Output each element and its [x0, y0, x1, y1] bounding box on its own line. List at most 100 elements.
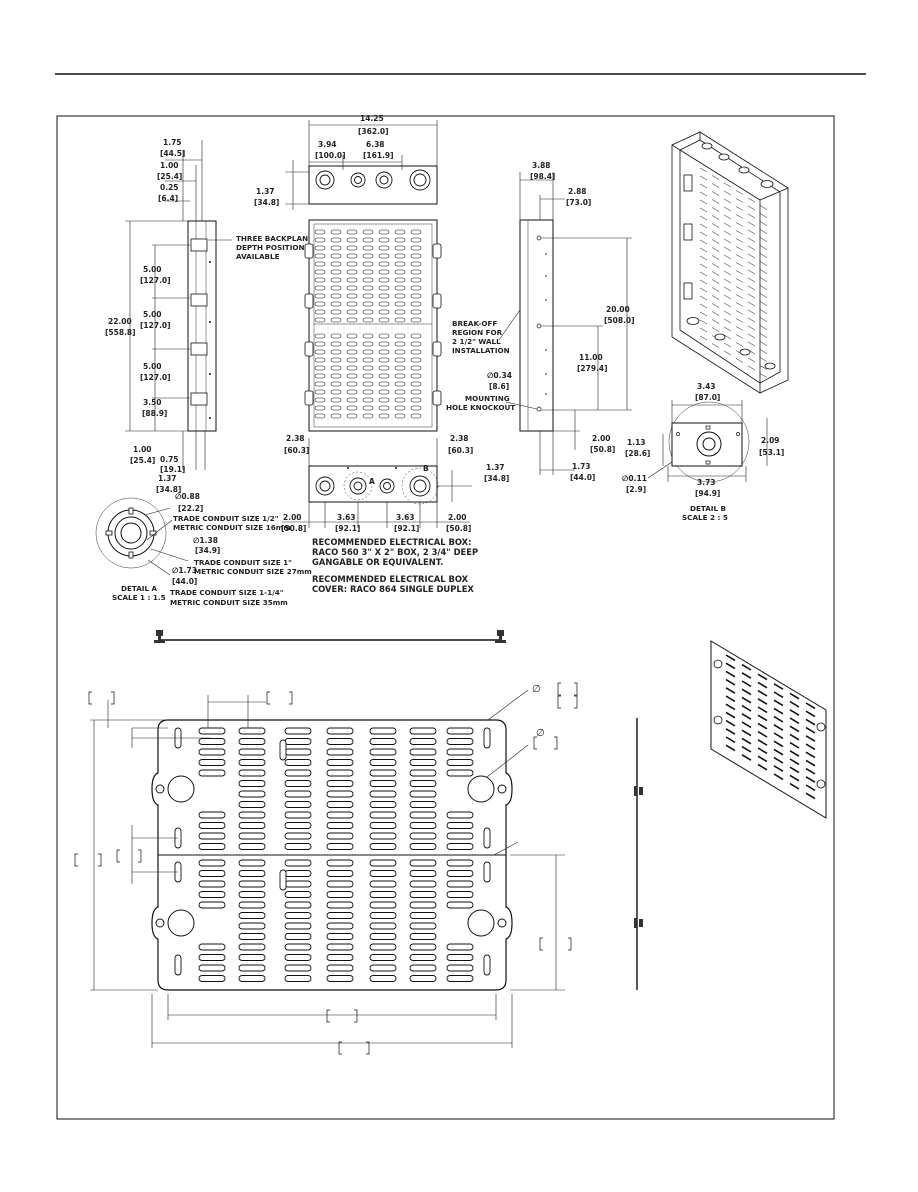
plate-slot: [369, 859, 397, 867]
dim-137-b: 1.37: [486, 463, 505, 472]
dim-1270-c: [127.0]: [140, 373, 171, 382]
note-6: COVER: RACO 864 SINGLE DUPLEX: [312, 584, 474, 594]
slot: [314, 261, 326, 267]
dim-603-l: [60.3]: [284, 446, 309, 455]
iso-slot: [723, 350, 732, 356]
detail-a-t1b: METRIC CONDUIT SIZE 16mm: [173, 523, 291, 532]
plate-slot: [198, 727, 226, 735]
iso-plate-slot: [789, 725, 800, 733]
dim-113: 1.13: [627, 438, 646, 447]
iso-slot: [699, 263, 708, 269]
slot: [394, 245, 406, 251]
slot: [346, 365, 358, 371]
plate-slot: [369, 922, 397, 930]
plate-slot: [409, 811, 437, 819]
slot: [362, 261, 374, 267]
dim-137-l: 1.37: [158, 474, 177, 483]
plate-slot: [284, 780, 312, 787]
iso-slot: [711, 287, 720, 292]
plate-slot: [446, 901, 474, 909]
iso-slot: [711, 327, 720, 332]
slot: [378, 277, 390, 283]
plate-slot: [284, 891, 312, 898]
plate-slot: [369, 790, 397, 798]
iso-slot: [699, 247, 708, 253]
breakoff-2: REGION FOR: [452, 328, 503, 337]
slot: [314, 333, 326, 339]
plate-slot: [326, 727, 354, 735]
slot: [394, 381, 406, 387]
slot: [394, 277, 406, 283]
dim-500-b: 5.00: [143, 310, 162, 319]
plate-slot: [409, 801, 437, 808]
slot: [362, 269, 374, 275]
slot: [314, 381, 326, 387]
slot: [314, 397, 326, 403]
iso-plate-slot: [725, 687, 736, 694]
slot: [362, 365, 374, 371]
dim-29: [2.9]: [626, 485, 646, 494]
slot: [394, 405, 406, 411]
iso-slot: [699, 279, 708, 285]
dim-64: [6.4]: [158, 194, 178, 203]
plate-slot: [326, 922, 354, 930]
iso-slot: [723, 190, 732, 196]
slot: [330, 381, 342, 387]
plate-slot: [238, 975, 266, 982]
plate-slot: [326, 748, 354, 756]
dim-254-bot: [25.4]: [130, 456, 155, 465]
dim-5588: [558.8]: [105, 328, 136, 337]
plate-slot: [369, 843, 397, 850]
plate-slot: [198, 769, 226, 777]
plate-slot: [198, 880, 226, 888]
iso-plate-slot: [805, 759, 816, 767]
dim-949: [94.9]: [695, 489, 720, 498]
plate-slot: [238, 912, 266, 919]
plate-slot: [446, 769, 474, 777]
iso-slot: [735, 198, 744, 203]
iso-slot: [711, 207, 720, 212]
slot: [362, 373, 374, 379]
plate-slot: [326, 975, 354, 982]
slot: [346, 229, 358, 235]
plate-slot: [284, 769, 312, 777]
iso-slot: [711, 319, 720, 324]
slot: [394, 229, 406, 235]
plate-slot: [369, 912, 397, 919]
mounting-plate-front: ∅ ∅: [74, 682, 578, 1055]
iso-plate-slot: [741, 696, 752, 704]
dia-symbol-2: ∅: [536, 728, 545, 739]
slot: [314, 293, 326, 299]
iso-slot: [723, 214, 732, 220]
iso-slot: [747, 317, 756, 323]
iso-plate-slot: [741, 680, 752, 688]
iso-plate-slot: [789, 733, 800, 741]
dim-200-rs: 2.00: [592, 434, 611, 443]
slot: [378, 381, 390, 387]
slot: [362, 413, 374, 419]
plate-slot: [369, 759, 397, 766]
slot: [314, 229, 326, 235]
plate-slot: [369, 880, 397, 888]
plate-slot: [238, 943, 266, 951]
slot: [346, 301, 358, 307]
iso-slot: [747, 309, 756, 315]
plate-slot: [326, 891, 354, 898]
iso-plate-slot: [757, 730, 768, 738]
plate-slot: [326, 822, 354, 829]
backplane-note-2: DEPTH POSITIONS: [236, 243, 310, 252]
iso-slot: [747, 237, 756, 243]
dim-870: [87.0]: [695, 393, 720, 402]
slot: [330, 405, 342, 411]
plate-slot: [284, 738, 312, 745]
iso-slot: [735, 190, 744, 195]
slot: [410, 333, 422, 339]
plate-slot: [446, 975, 474, 982]
note-1: RECOMMENDED ELECTRICAL BOX:: [312, 537, 471, 547]
slot: [330, 341, 342, 347]
iso-plate-slot: [805, 776, 816, 783]
iso-plate-slot: [773, 765, 784, 772]
iso-plate-slot: [805, 792, 816, 800]
plate-slot: [409, 738, 437, 745]
